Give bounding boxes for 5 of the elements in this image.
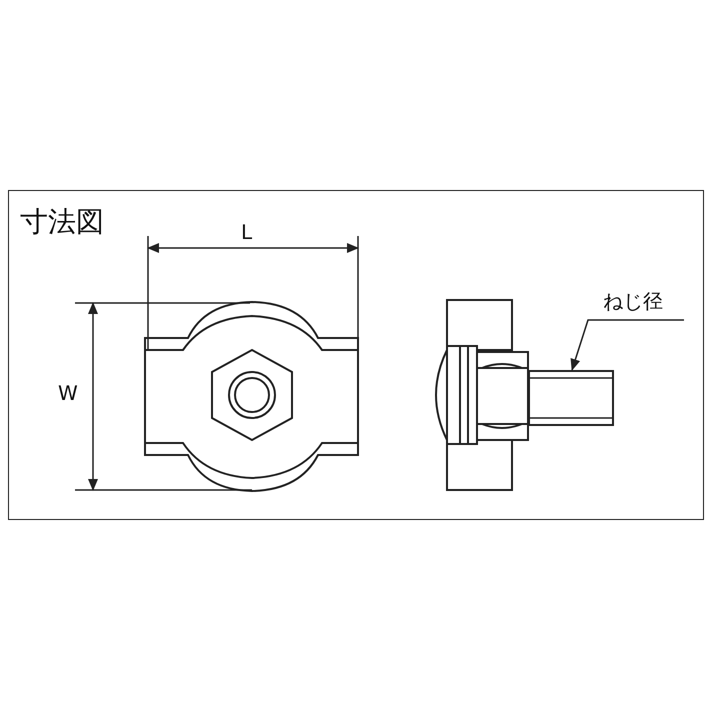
- dimension-label: W: [58, 381, 78, 405]
- title: 寸法図: [20, 204, 104, 240]
- dimension-label: L: [241, 220, 252, 244]
- leader-line: [570, 319, 684, 371]
- callout-label: ねじ径: [603, 288, 663, 315]
